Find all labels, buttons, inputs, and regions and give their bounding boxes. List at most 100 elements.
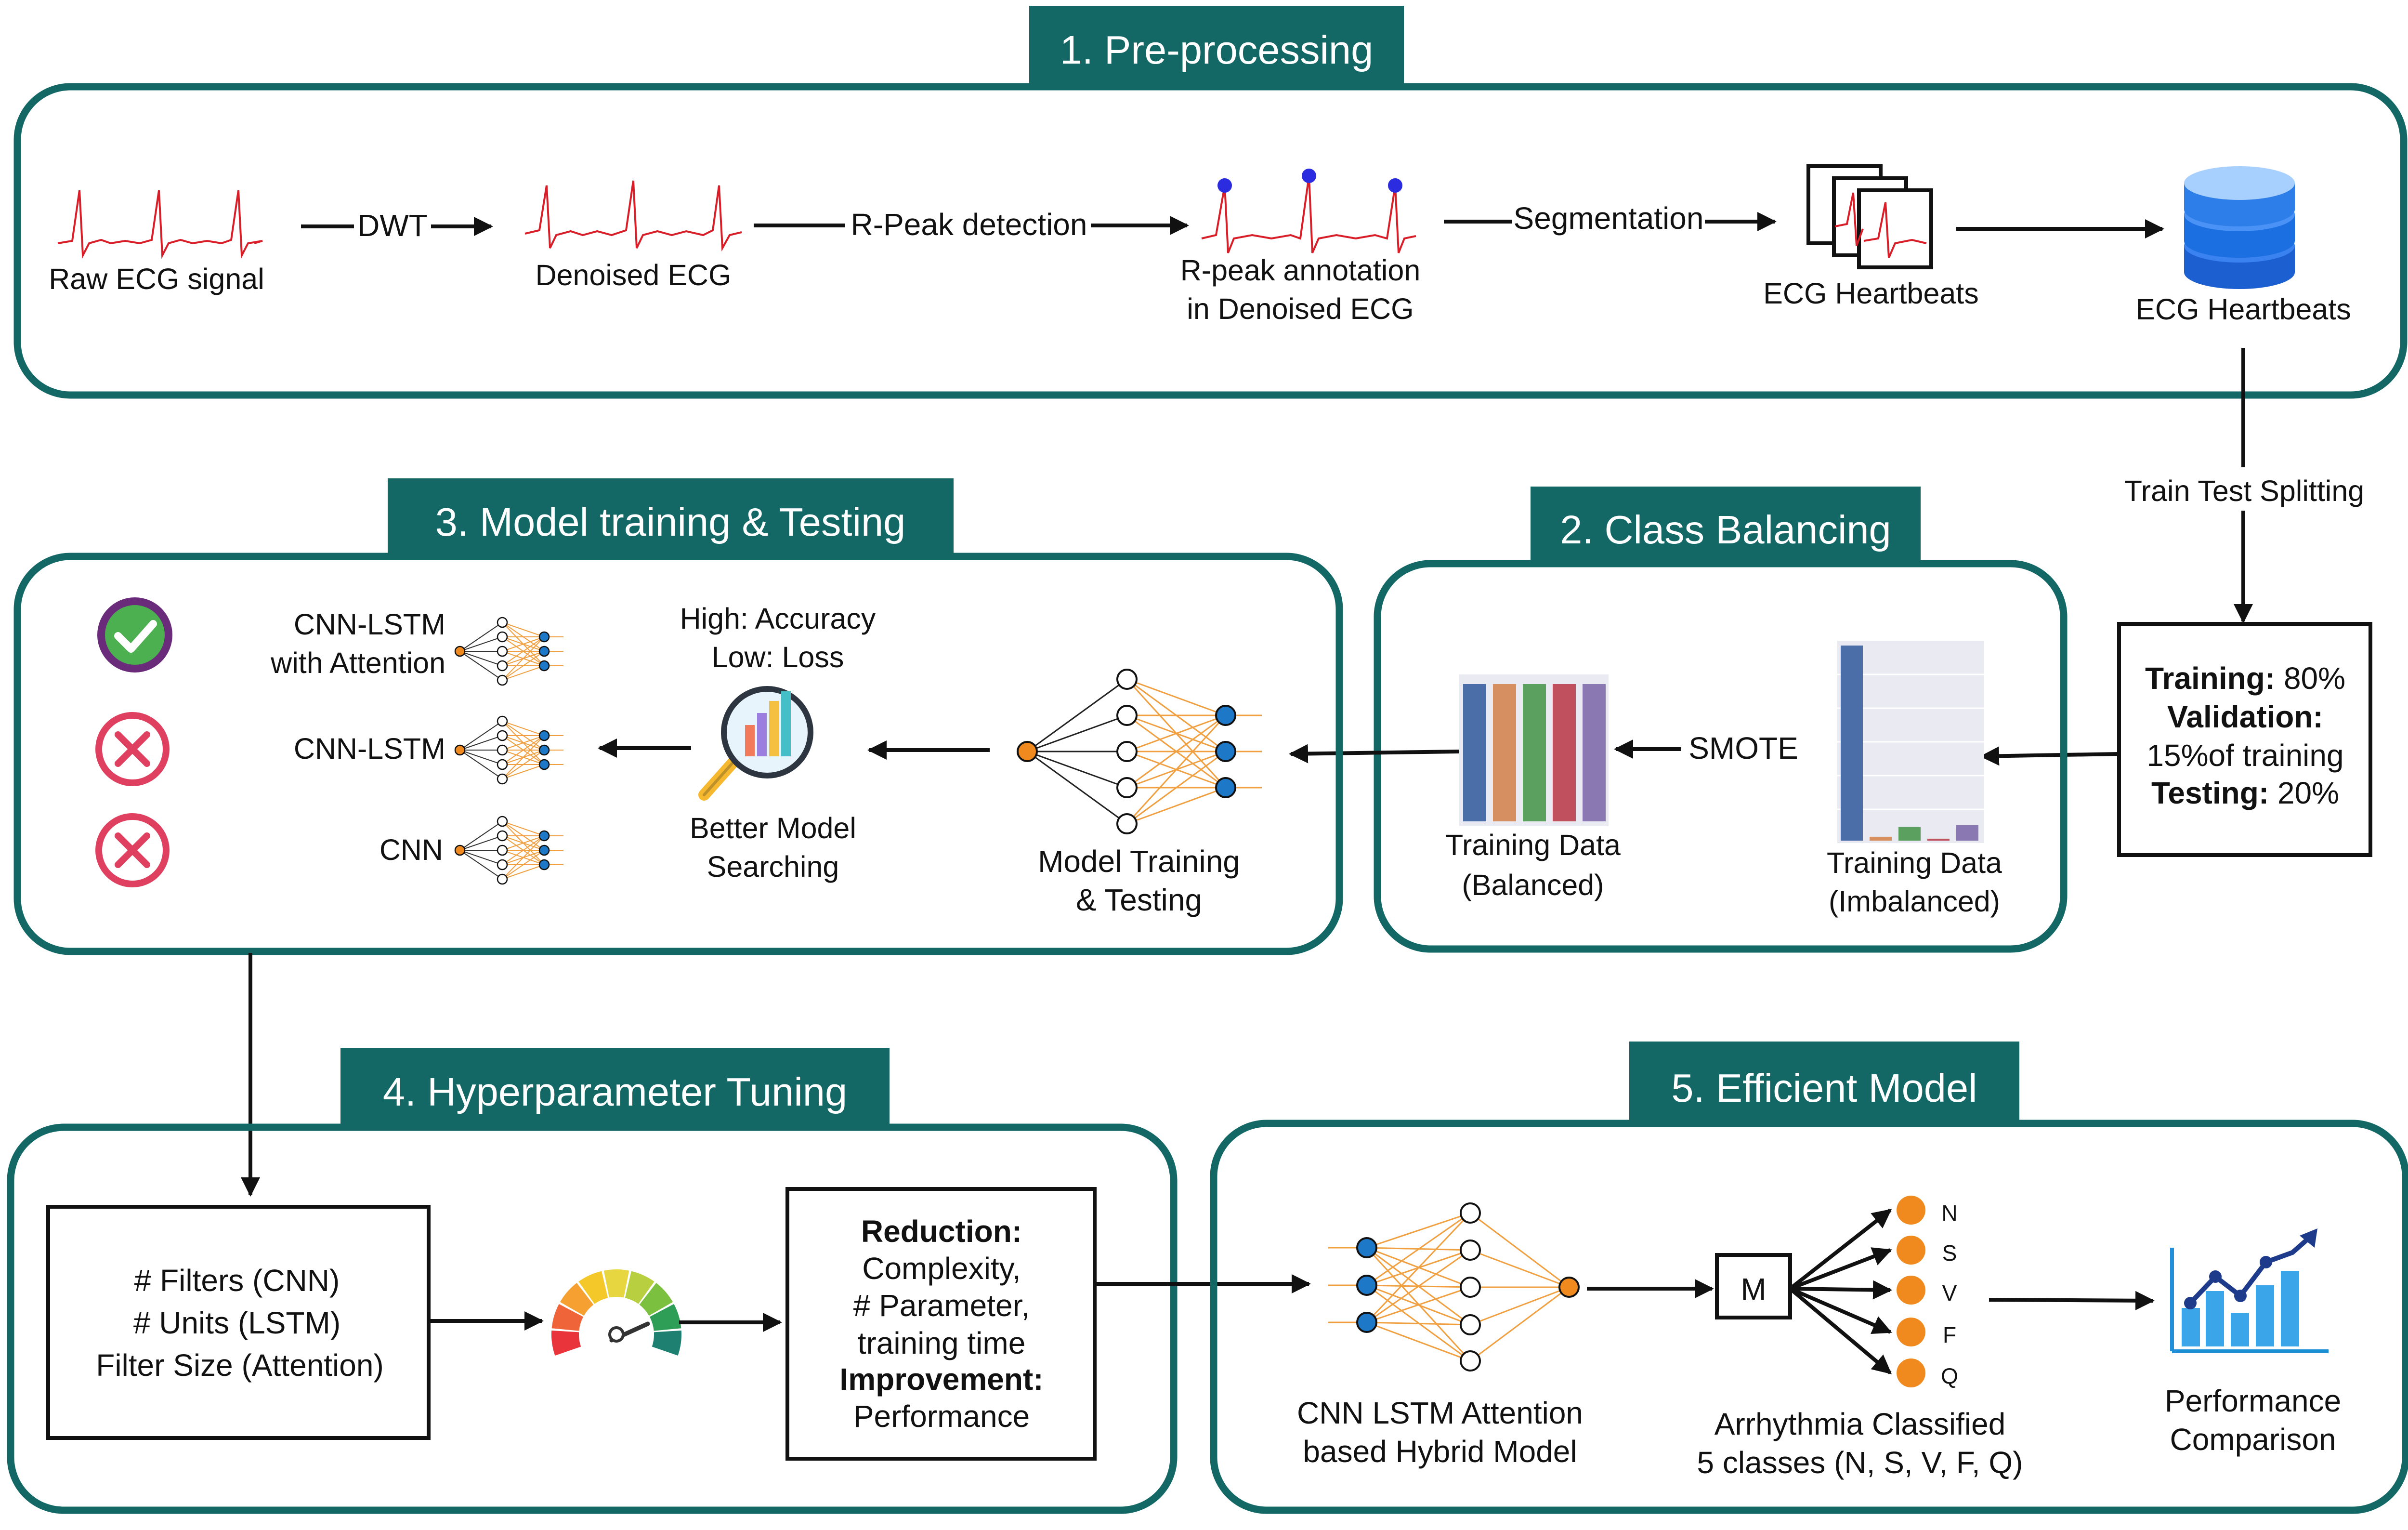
model-option-label: CNN-LSTM xyxy=(294,732,445,765)
small-network-icon xyxy=(454,617,563,686)
reduction-item: Complexity, xyxy=(862,1251,1021,1286)
small-network-icon xyxy=(454,816,563,885)
rpeak-marker xyxy=(1388,178,1402,193)
class-node xyxy=(1897,1236,1925,1265)
model-training-label: Model Training xyxy=(1038,844,1240,879)
gauge-segment xyxy=(652,1330,681,1356)
imbalanced-chart xyxy=(1837,641,1984,843)
stage4-title-tab xyxy=(340,1048,890,1129)
criteria-label: High: Accuracy xyxy=(680,602,876,635)
segmentation-label: Segmentation xyxy=(1514,201,1704,236)
class-arrow xyxy=(1789,1208,1892,1291)
criteria-label: Low: Loss xyxy=(712,641,844,673)
gauge-segment xyxy=(649,1304,681,1331)
network-node xyxy=(497,759,508,770)
network-node xyxy=(454,744,466,756)
network-node xyxy=(538,844,550,856)
reduction-item: # Parameter, xyxy=(853,1288,1030,1323)
chart-bar xyxy=(1927,838,1950,841)
performance-label: Comparison xyxy=(2170,1422,2336,1457)
smote-label: SMOTE xyxy=(1688,731,1798,765)
dwt-label: DWT xyxy=(357,208,428,243)
chart-bar xyxy=(1583,684,1606,821)
class-node xyxy=(1897,1359,1925,1387)
stage1-title-tab xyxy=(1029,6,1404,88)
classified-label: Arrhythmia Classified xyxy=(1714,1407,2006,1441)
network-node xyxy=(1460,1202,1481,1224)
gauge-segment xyxy=(578,1271,608,1304)
network-node xyxy=(1460,1350,1481,1372)
chart-bar xyxy=(1553,684,1576,821)
class-label: Q xyxy=(1941,1363,1958,1388)
network-node xyxy=(538,646,550,657)
chart-bar xyxy=(1956,825,1978,841)
selected-check-icon xyxy=(97,597,172,673)
class-node xyxy=(1897,1318,1925,1346)
classified-label: 5 classes (N, S, V, F, Q) xyxy=(1697,1445,2023,1480)
rpeak-detection-label: R-Peak detection xyxy=(851,207,1087,242)
param-label: Filter Size (Attention) xyxy=(96,1348,384,1383)
network-node xyxy=(497,830,508,842)
chart-bar xyxy=(1841,646,1863,841)
class-label: N xyxy=(1941,1200,1957,1226)
network-node xyxy=(497,844,508,856)
rpeak-annotation-label: R-peak annotation xyxy=(1180,254,1421,287)
gauge-hub xyxy=(608,1326,625,1343)
network-node xyxy=(1116,669,1138,690)
network-node xyxy=(497,715,508,727)
train-test-splitting-label: Train Test Splitting xyxy=(2124,475,2364,507)
network-node xyxy=(1460,1314,1481,1335)
model-training-network-icon xyxy=(1017,669,1262,834)
chart-bar xyxy=(1463,684,1486,821)
chart-bar xyxy=(1870,836,1892,841)
gauge-segment xyxy=(625,1271,654,1304)
reduction-item: training time xyxy=(858,1326,1026,1360)
network-node xyxy=(1558,1277,1580,1298)
class-node xyxy=(1897,1276,1925,1305)
split-to-balancing-arrow xyxy=(1980,746,2120,766)
network-node xyxy=(454,844,466,856)
network-node xyxy=(538,660,550,672)
chart-bar xyxy=(1523,684,1546,821)
chart-bar xyxy=(1898,827,1921,841)
network-node xyxy=(497,773,508,785)
chart-bar xyxy=(1493,684,1516,821)
m-box-label: M xyxy=(1741,1272,1766,1306)
stage2-title-tab xyxy=(1531,487,1921,566)
model-option-label: CNN-LSTM xyxy=(294,608,445,641)
stage3-title-tab xyxy=(388,478,954,558)
split-testing: Testing: 20% xyxy=(2151,776,2339,810)
param-label: # Units (LSTM) xyxy=(133,1306,340,1340)
network-node xyxy=(1116,813,1138,834)
network-node xyxy=(538,759,550,770)
heartbeat-segments-icon xyxy=(1806,164,1933,269)
improvement-key: Improvement: xyxy=(839,1362,1043,1397)
raw-ecg-label: Raw ECG signal xyxy=(49,263,264,295)
reduction-key: Reduction: xyxy=(861,1214,1022,1249)
balanced-label: Training Data xyxy=(1445,829,1621,861)
network-node xyxy=(1356,1275,1377,1296)
network-node xyxy=(497,730,508,741)
network-node xyxy=(497,617,508,628)
denoised-ecg-label: Denoised ECG xyxy=(536,259,732,291)
network-node xyxy=(538,830,550,842)
gauge-segment xyxy=(551,1304,584,1331)
balancing-to-training-arrow xyxy=(1289,744,1460,764)
stage3-title: 3. Model training & Testing xyxy=(435,500,906,544)
split-validation-key: Validation: xyxy=(2167,699,2323,734)
search-label: Searching xyxy=(707,850,839,883)
network-node xyxy=(497,873,508,885)
gauge-segment xyxy=(603,1269,629,1298)
network-node xyxy=(497,816,508,827)
class-label: S xyxy=(1942,1240,1957,1266)
network-node xyxy=(1116,777,1138,798)
raw-ecg-signal-icon xyxy=(57,190,263,259)
performance-chart-icon xyxy=(2170,1228,2329,1353)
split-box xyxy=(2117,622,2372,857)
network-node xyxy=(538,730,550,741)
hybrid-model-label: based Hybrid Model xyxy=(1303,1434,1577,1469)
speedometer-gauge-icon xyxy=(551,1269,681,1356)
rpeak-annotated-ecg-icon xyxy=(1201,169,1416,253)
network-node xyxy=(538,859,550,871)
database-label: ECG Heartbeats xyxy=(2135,293,2351,326)
